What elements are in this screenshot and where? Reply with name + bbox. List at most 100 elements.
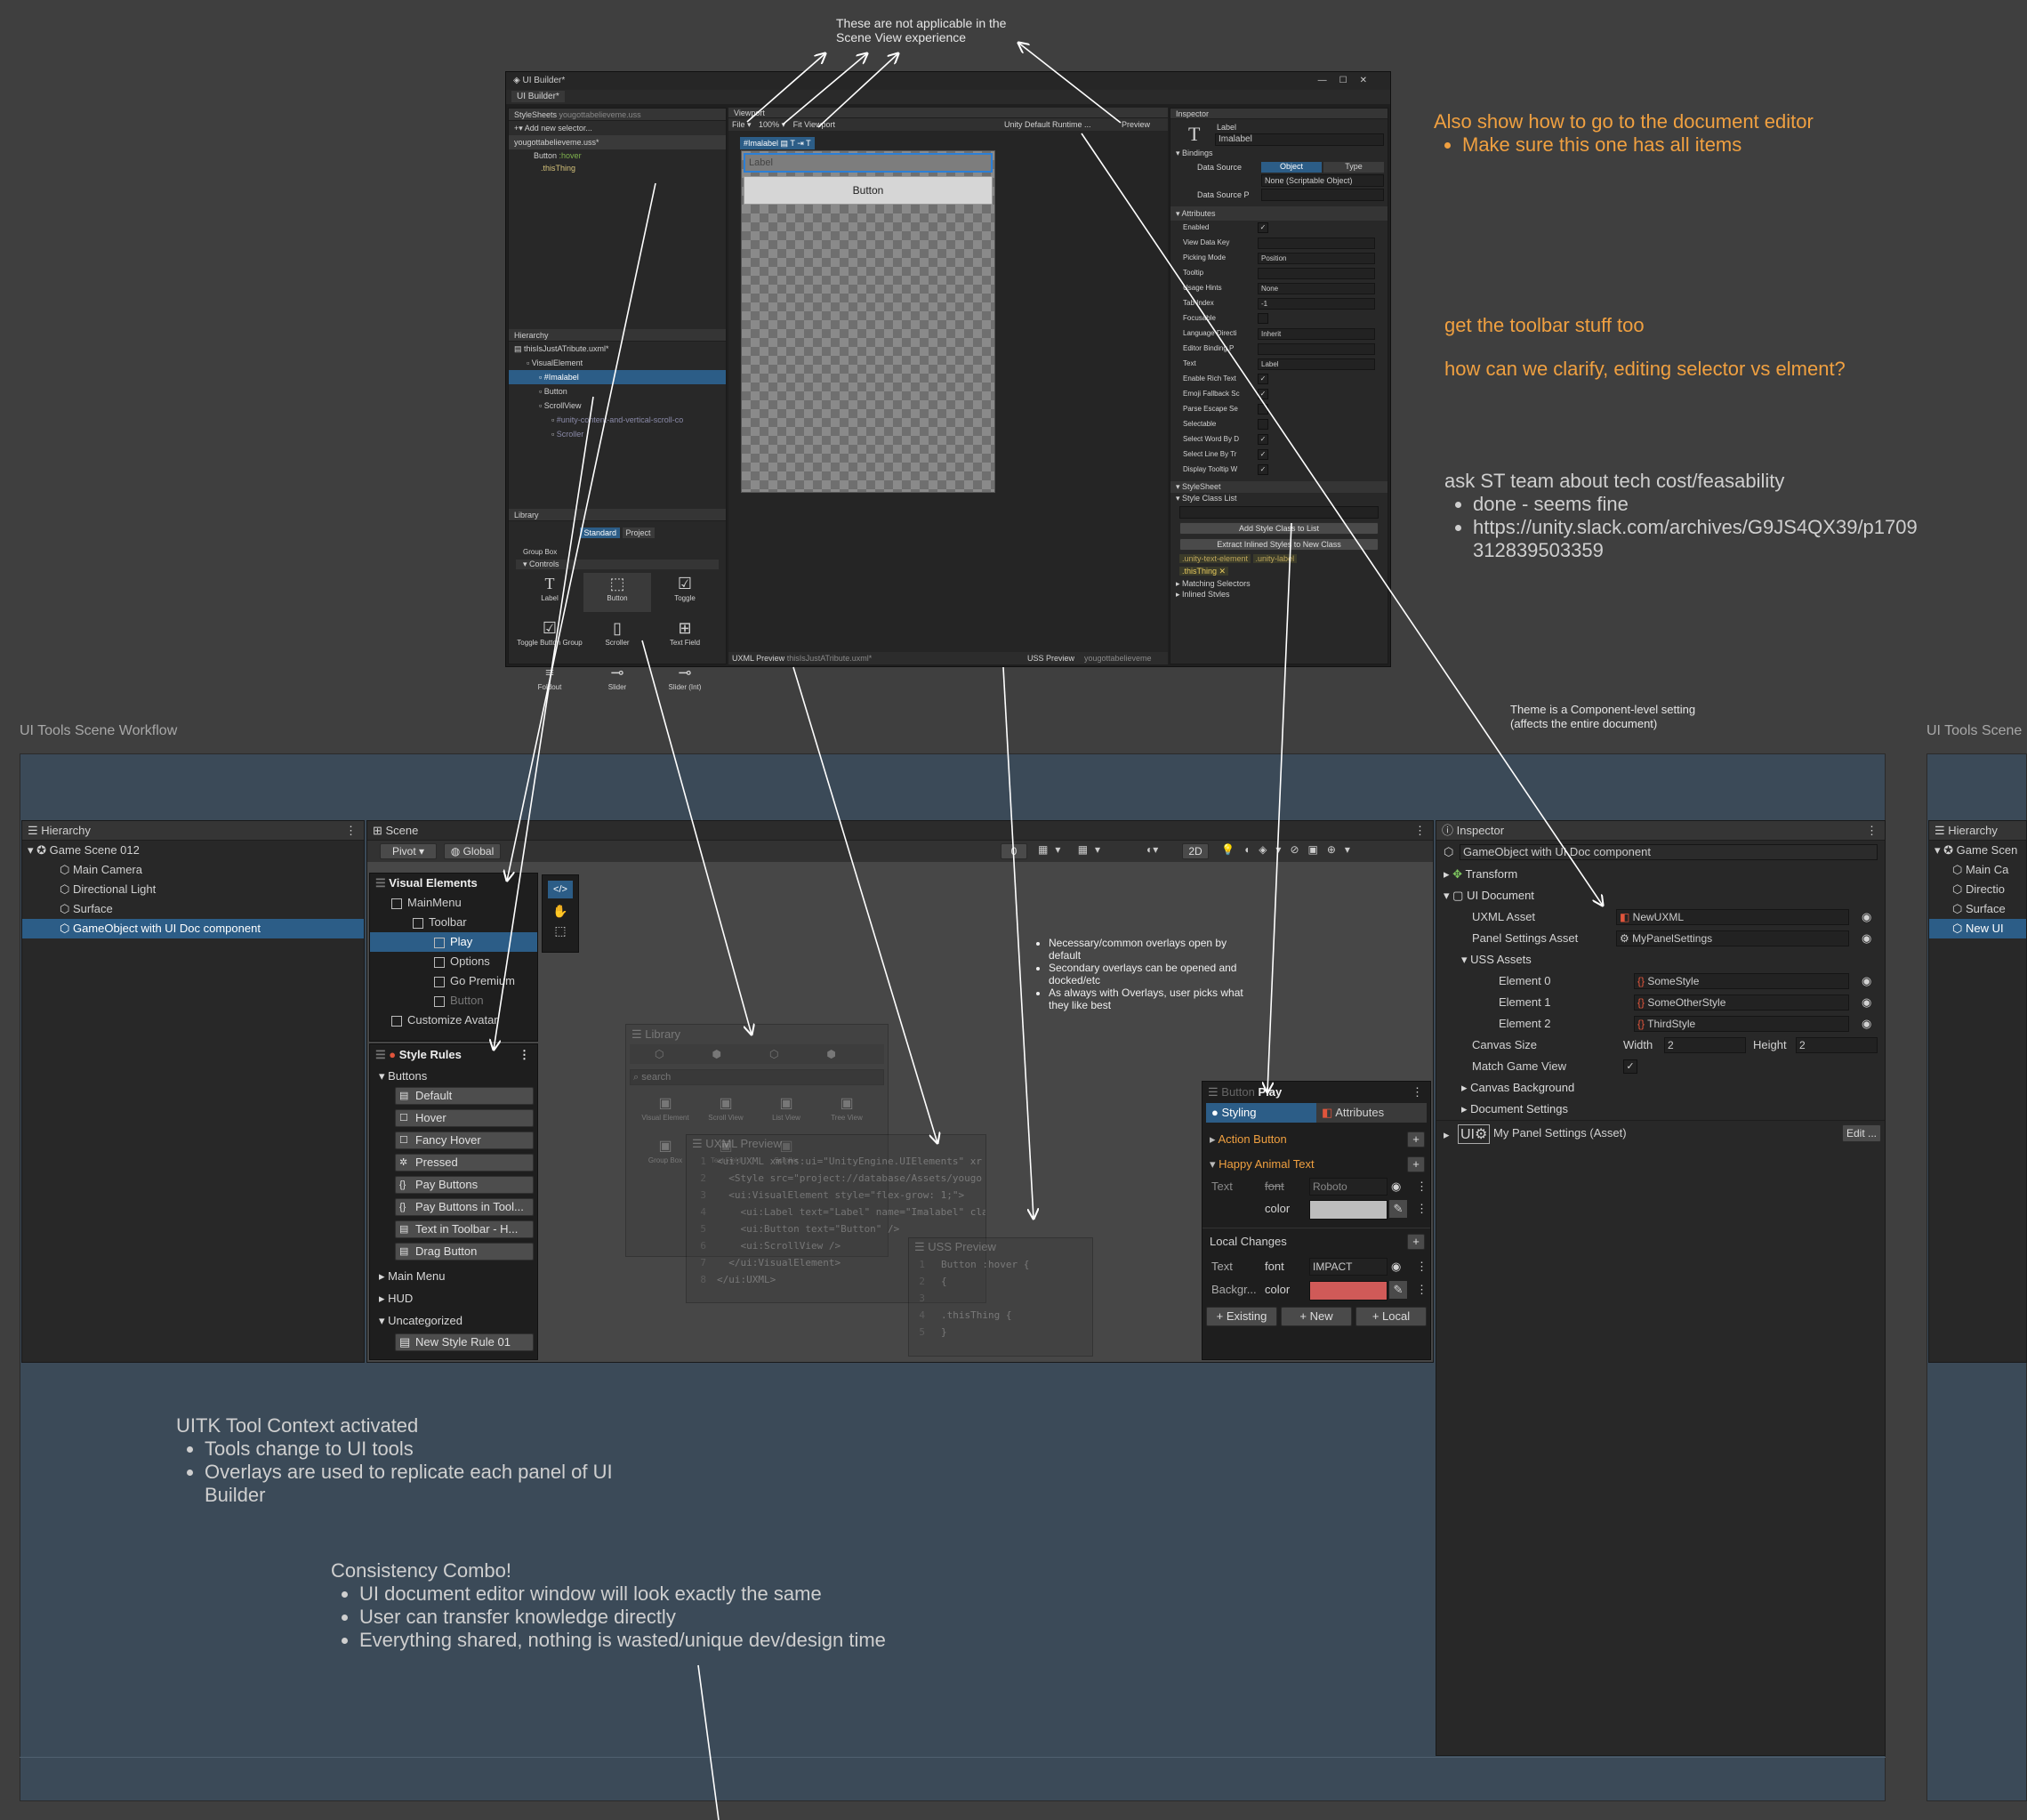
builder-hierarchy-item[interactable]: ▫ Button (509, 384, 726, 399)
toggle-2d-button[interactable]: 2D (1182, 843, 1209, 859)
attribute-dropdown[interactable]: None (1258, 283, 1375, 294)
library-group-box[interactable]: Group Box (523, 548, 558, 556)
color-swatch[interactable] (1309, 1200, 1388, 1220)
attribute-field[interactable] (1258, 238, 1375, 249)
right-hierarchy-item[interactable]: ⬡ New UI (1929, 919, 2026, 938)
drag-handle-icon[interactable]: ☰ (375, 876, 390, 890)
builder-hierarchy-item[interactable]: ▫ VisualElement (509, 356, 726, 370)
height-field[interactable]: 2 (1796, 1037, 1878, 1053)
right-hierarchy-item[interactable]: ⬡ Surface (1929, 899, 2026, 919)
builder-tab[interactable]: UI Builder* (511, 91, 565, 102)
local-color-swatch[interactable] (1309, 1281, 1388, 1301)
viewport-fit-button[interactable]: Fit Viewport (792, 120, 835, 129)
data-source-object-tab[interactable]: Object (1261, 162, 1322, 173)
library-item[interactable]: ⊞Text Field (651, 617, 719, 656)
visual-element-item[interactable]: Toolbar (370, 913, 537, 932)
scene-view-toggles[interactable]: 💡◖◈▾⊘▣⊕▾ (1221, 843, 1359, 856)
class-pill-thisthing[interactable]: .thisThing ✕ (1179, 567, 1229, 576)
library-overlay-item[interactable]: ▣Text Field (696, 1137, 756, 1172)
inlined-styles-header[interactable]: ▸ Inlined Styles (1176, 590, 1230, 597)
attribute-dropdown[interactable]: Position (1258, 253, 1375, 264)
more-icon[interactable]: ⋮ (1866, 824, 1878, 837)
asset-object-field[interactable]: {} SomeOtherStyle (1634, 995, 1849, 1011)
library-item[interactable]: ⊸Slider (583, 662, 651, 701)
library-item[interactable]: ☑Toggle (651, 573, 719, 612)
canvas-background-foldout[interactable]: ▸ Canvas Background (1461, 1081, 1575, 1094)
library-overlay-item[interactable]: ▣Visual Element (635, 1094, 696, 1130)
asset-object-field[interactable]: ⚙ MyPanelSettings (1616, 930, 1849, 946)
object-picker-icon[interactable]: ◉ (1862, 995, 1872, 1009)
viewport-canvas[interactable]: #Imalabel ▤ T ⇥ T Label Button (740, 137, 995, 493)
attribute-field[interactable]: -1 (1258, 298, 1375, 310)
library-item[interactable]: ⊸Slider (Int) (651, 662, 719, 701)
object-picker-icon[interactable]: ◉ (1391, 1260, 1402, 1273)
transform-component[interactable]: ▸ ✥ Transform (1444, 867, 1518, 881)
object-picker-icon[interactable]: ◉ (1862, 1017, 1872, 1030)
style-rule-button[interactable]: ▤Default (395, 1087, 534, 1105)
happy-animal-rule[interactable]: ▾ Happy Animal Text + (1203, 1153, 1430, 1176)
tab-attributes[interactable]: ◧ Attributes (1316, 1103, 1427, 1123)
style-rule-button[interactable]: ▤Text in Toolbar - H... (395, 1220, 534, 1238)
builder-hierarchy-item[interactable]: ▫ #unity-content-and-vertical-scroll-co (509, 413, 726, 427)
rule-button[interactable]: Button :hover (509, 149, 726, 162)
library-tab-project[interactable]: Project (622, 527, 655, 538)
library-overlay-tabs[interactable]: ⬡⬢⬡⬢ (630, 1044, 884, 1064)
drag-handle-icon[interactable]: ☰ (375, 1048, 390, 1061)
visual-element-item[interactable]: Button (370, 991, 537, 1011)
plus-icon[interactable]: +▾ (514, 124, 525, 133)
class-pill[interactable]: .unity-label (1252, 554, 1298, 563)
canvas-selection-tag[interactable]: #Imalabel ▤ T ⇥ T (740, 137, 815, 149)
hand-tool-icon[interactable]: ✋ (552, 904, 568, 918)
width-field[interactable]: 2 (1664, 1037, 1746, 1053)
builder-hierarchy-item[interactable]: ▫ #Imalabel (509, 370, 726, 384)
document-settings-foldout[interactable]: ▸ Document Settings (1461, 1102, 1568, 1115)
local-changes-row[interactable]: Local Changes + (1203, 1228, 1430, 1255)
canvas-button-element[interactable]: Button (744, 176, 993, 205)
visual-element-item[interactable]: Play (370, 932, 537, 952)
match-game-view-checkbox[interactable]: ✓ (1623, 1059, 1637, 1074)
add-selector-row[interactable]: +▾ Add new selector... (509, 121, 726, 135)
style-rule-button[interactable]: ☐Fancy Hover (395, 1131, 534, 1149)
ui-document-component[interactable]: ▾ ▢ UI Document (1444, 889, 1534, 902)
attribute-checkbox[interactable]: ✓ (1258, 374, 1268, 384)
extract-styles-button[interactable]: Extract Inlined Styles to New Class (1179, 538, 1379, 551)
right-hierarchy-item[interactable]: ⬡ Directio (1929, 880, 2026, 899)
library-tab-standard[interactable]: Standard (580, 527, 620, 538)
library-overlay-item[interactable]: ▣Group Box (635, 1137, 696, 1172)
attribute-checkbox[interactable]: ✓ (1258, 449, 1268, 460)
viewport-theme-dropdown[interactable]: Unity Default Runtime ... (1004, 120, 1091, 129)
style-rule-button[interactable]: {}Pay Buttons in Tool... (395, 1198, 534, 1216)
style-rule-button[interactable]: {}Pay Buttons (395, 1176, 534, 1194)
object-picker-icon[interactable]: ◉ (1862, 974, 1872, 987)
add-existing-button[interactable]: + Existing (1206, 1307, 1277, 1326)
data-source-value[interactable]: None (Scriptable Object) (1261, 174, 1384, 187)
library-item[interactable]: ⬚Button (583, 573, 651, 612)
library-overlay-item[interactable]: ▣List View (756, 1094, 816, 1130)
object-picker-icon[interactable]: ◉ (1862, 910, 1872, 923)
library-controls-header[interactable]: ▾ Controls (516, 560, 719, 569)
library-item[interactable]: ▯Scroller (583, 617, 651, 656)
attribute-checkbox[interactable]: ✓ (1258, 464, 1268, 475)
uxml-preview-label[interactable]: UXML Preview (732, 654, 785, 663)
rect-tool-icon[interactable]: ⬚ (554, 923, 567, 938)
viewport-preview-button[interactable]: Preview (1122, 120, 1151, 129)
data-source-type-tab[interactable]: Type (1323, 162, 1384, 173)
style-rule-button[interactable]: ☐Hover (395, 1109, 534, 1127)
edit-button[interactable]: Edit ... (1842, 1124, 1881, 1142)
right-hierarchy-root[interactable]: ▾ ✪ Game Scen (1934, 843, 2018, 857)
visual-element-item[interactable]: MainMenu (370, 893, 537, 913)
add-new-button[interactable]: + New (1281, 1307, 1352, 1326)
attribute-checkbox[interactable] (1258, 419, 1268, 430)
drag-handle-icon[interactable]: ☰ (1208, 1085, 1222, 1099)
library-item[interactable]: ≡Foldout (516, 662, 583, 701)
more-icon[interactable]: ⋮ (1412, 1085, 1423, 1099)
action-button-rule[interactable]: ▸ Action Button + (1203, 1126, 1430, 1153)
uss-assets-foldout[interactable]: ▾ USS Assets (1461, 953, 1532, 966)
asset-object-field[interactable]: ◧ NewUXML (1616, 909, 1849, 925)
shading-icon[interactable]: ◐▾ (1146, 843, 1159, 856)
style-rule-button[interactable]: ✲Pressed (395, 1154, 534, 1172)
editor-hierarchy-item[interactable]: ⬡ Directional Light (22, 880, 364, 899)
add-selector-input[interactable]: Add new selector... (524, 124, 592, 133)
bindings-header[interactable]: ▾ Bindings (1176, 149, 1213, 157)
